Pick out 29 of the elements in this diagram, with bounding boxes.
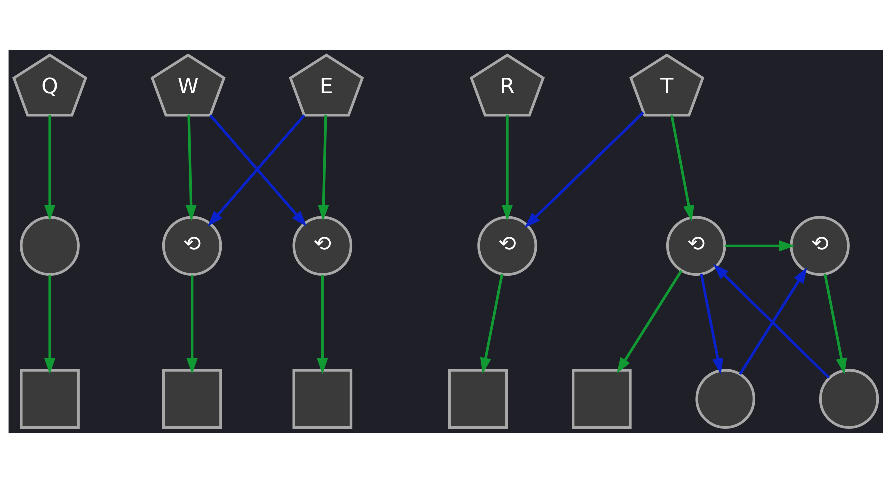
arrow	[502, 115, 514, 222]
node-box	[292, 369, 353, 429]
node-circle: ⟲	[162, 216, 222, 276]
arrow	[700, 274, 724, 375]
node-circle	[696, 369, 756, 429]
node-box	[572, 369, 632, 429]
node-box	[448, 369, 508, 429]
arrow	[186, 115, 197, 222]
node-circle: ⟲	[666, 216, 726, 276]
arrow	[186, 275, 198, 374]
arrow	[616, 270, 683, 374]
arrow	[524, 112, 644, 228]
arrow	[318, 115, 330, 222]
node-box	[162, 369, 222, 429]
arrow	[824, 274, 848, 375]
node-circle	[819, 369, 880, 429]
node-circle: ⟲	[292, 216, 353, 276]
arrow	[739, 268, 808, 376]
arrow	[725, 240, 796, 252]
arrow	[713, 264, 830, 380]
node-box	[20, 369, 80, 429]
arrow	[670, 115, 694, 222]
arrow	[44, 275, 56, 374]
arrow	[44, 115, 56, 222]
node-circle: ⟲	[478, 216, 538, 276]
node-circle: ⟲	[790, 216, 850, 276]
node-circle	[20, 216, 80, 276]
arrow	[317, 275, 328, 374]
arrow	[480, 274, 504, 374]
